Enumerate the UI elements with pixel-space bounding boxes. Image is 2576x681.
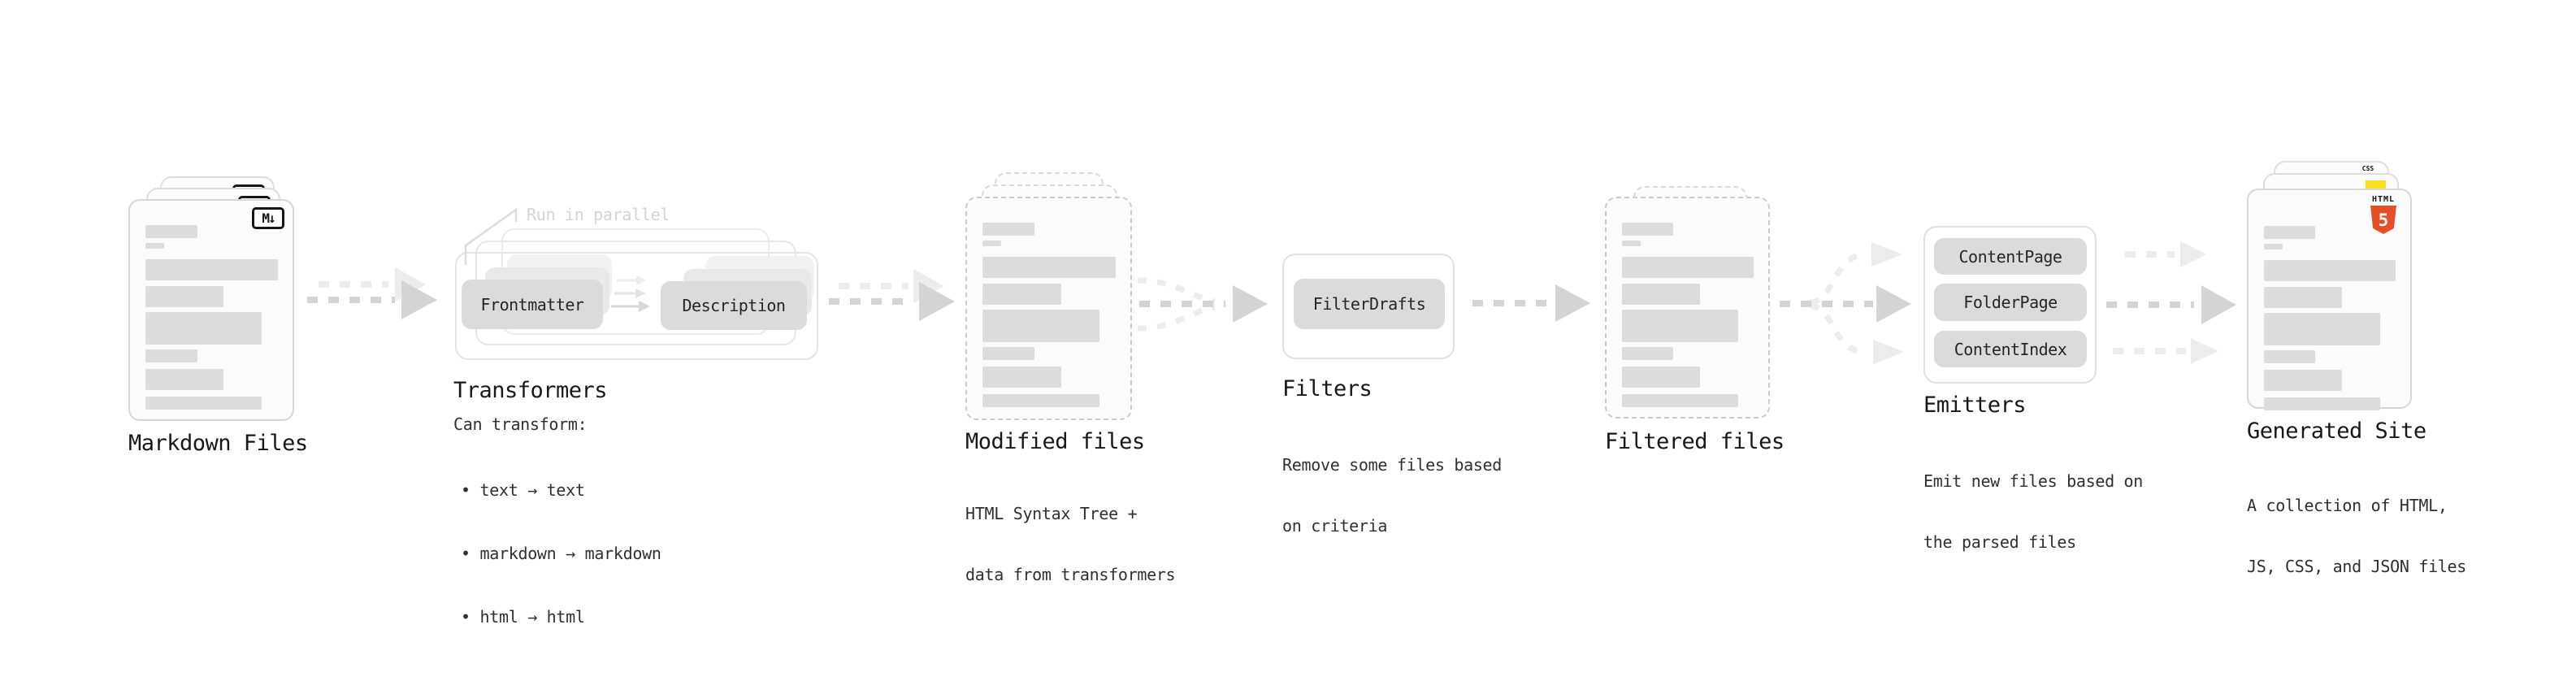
arrow-markdown-to-transformers (307, 267, 437, 319)
filterdrafts-node: FilterDrafts (1294, 279, 1445, 329)
html-file-card: HTML 5 (2247, 189, 2412, 410)
markdown-file-card-front: M↓ (128, 199, 294, 421)
arrow-filters-to-filtered (1472, 284, 1590, 322)
contentpage-node: ContentPage (1934, 238, 2087, 275)
desc-line: the parsed files (1923, 532, 2076, 552)
transformers-capability-list: text → text markdown → markdown html → h… (461, 437, 661, 670)
modified-file-card-front (965, 197, 1132, 420)
markdown-files-label: Markdown Files (128, 431, 308, 456)
filtered-file-card-front (1605, 197, 1770, 419)
frontmatter-node: Frontmatter (462, 280, 603, 329)
html5-numeral: 5 (2378, 210, 2389, 230)
filtered-files-stack (1605, 186, 1770, 422)
markdown-icon: M↓ (252, 207, 284, 229)
description-node: Description (661, 281, 807, 330)
arrow-emitters-to-generated (2106, 241, 2236, 364)
markdown-files-stack: M↓ M↓ M↓ (128, 176, 294, 424)
arrow-filtered-to-emitters-fanout (1780, 242, 1911, 364)
arrow-modified-to-filters-merge (1137, 277, 1268, 332)
capability-item: html → html (461, 606, 661, 627)
transformers-desc-title: Can transform: (453, 414, 588, 434)
modified-files-stack (965, 172, 1132, 420)
desc-line: Remove some files based (1282, 455, 1503, 475)
html5-icon: HTML 5 (2366, 195, 2400, 234)
modified-files-desc: HTML Syntax Tree + data from transformer… (965, 463, 1176, 626)
generated-site-stack: CSS HTML 5 (2247, 161, 2412, 410)
folderpage-node: FolderPage (1934, 284, 2087, 321)
desc-line: Emit new files based on (1923, 471, 2144, 491)
html5-icon-caption: HTML (2371, 195, 2396, 204)
desc-line: data from transformers (965, 565, 1176, 584)
run-in-parallel-annotation: Run in parallel (527, 205, 670, 224)
transformers-label: Transformers (453, 378, 608, 403)
file-content-skeleton (982, 223, 1116, 407)
capability-item: markdown → markdown (461, 543, 661, 564)
desc-line: JS, CSS, and JSON files (2247, 557, 2467, 576)
transformers-frame-front (455, 252, 818, 360)
capability-item: text → text (461, 479, 661, 501)
modified-files-label: Modified files (965, 429, 1145, 454)
emitters-label: Emitters (1923, 393, 2027, 418)
desc-line: A collection of HTML, (2247, 496, 2448, 515)
file-content-skeleton (1622, 223, 1754, 407)
filters-desc: Remove some files based on criteria (1282, 414, 1502, 577)
generated-site-desc: A collection of HTML, JS, CSS, and JSON … (2247, 455, 2466, 618)
emitters-desc: Emit new files based on the parsed files (1923, 431, 2143, 593)
desc-line: on criteria (1282, 516, 1388, 536)
file-content-skeleton (2264, 226, 2396, 410)
filtered-files-label: Filtered files (1605, 429, 1785, 454)
filters-label: Filters (1282, 376, 1373, 401)
css-icon-caption: CSS (2361, 165, 2374, 172)
arrow-transformers-to-modified (829, 269, 955, 321)
desc-line: HTML Syntax Tree + (965, 504, 1138, 523)
contentindex-node: ContentIndex (1934, 331, 2087, 367)
file-content-skeleton (145, 225, 278, 410)
generated-site-label: Generated Site (2247, 419, 2426, 444)
